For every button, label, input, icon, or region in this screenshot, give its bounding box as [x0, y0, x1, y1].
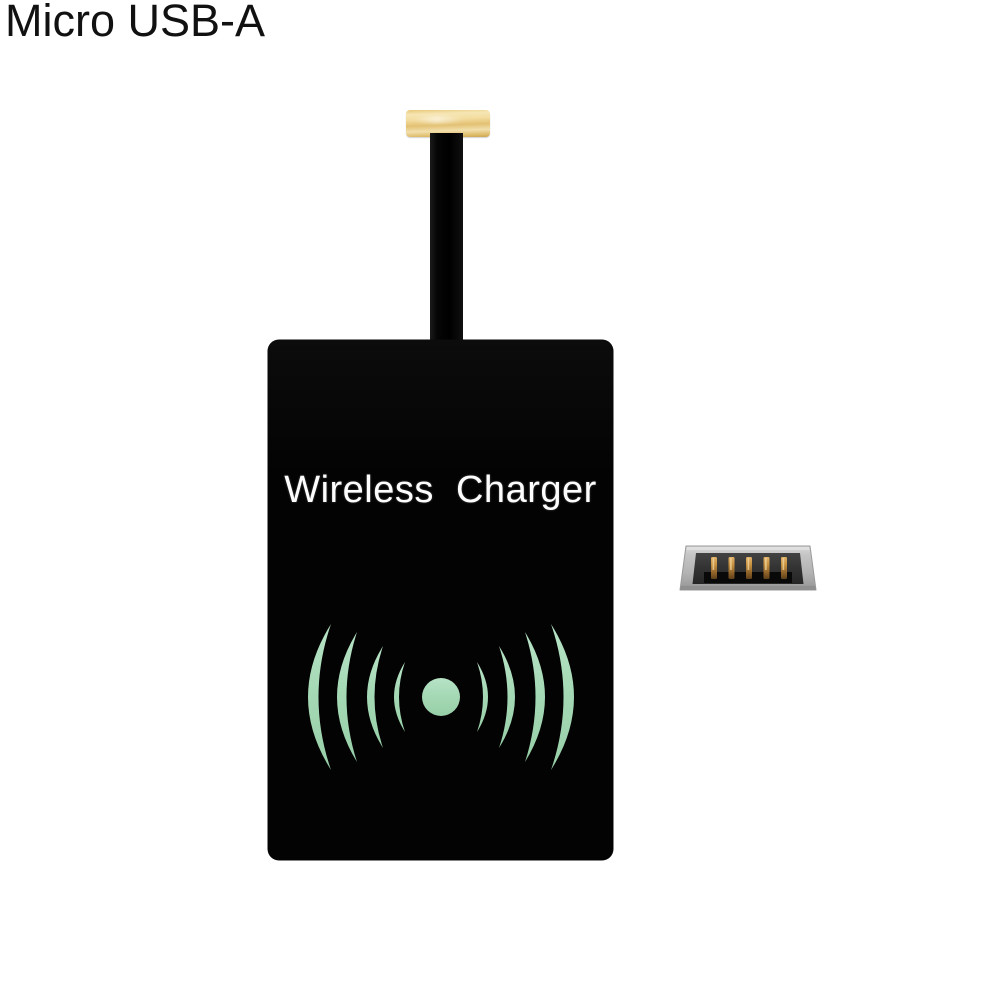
micro-usb-a-male-plug	[679, 545, 817, 591]
wave-arc-left-1	[394, 662, 405, 732]
wave-arc-left-3	[337, 632, 357, 762]
receiver-card-body: Wireless Charger	[268, 340, 613, 860]
usb-shell-highlight	[686, 547, 810, 550]
wave-arc-left-2	[367, 646, 383, 748]
wave-arc-right-2	[499, 646, 515, 748]
flex-ribbon-cable	[430, 133, 463, 348]
page-title: Micro USB-A	[5, 0, 266, 46]
wave-arc-left-4	[308, 624, 331, 770]
gold-contact-tip	[406, 110, 490, 137]
wave-arc-right-1	[477, 662, 488, 732]
usb-shell-shadow	[680, 586, 816, 590]
receiver-card-label: Wireless Charger	[284, 469, 597, 511]
wave-arc-right-4	[551, 624, 574, 770]
wireless-signal-icon	[308, 624, 574, 770]
wave-arc-right-3	[525, 632, 545, 762]
wave-center-dot	[422, 678, 460, 716]
usb-pin-highlights	[712, 558, 785, 570]
